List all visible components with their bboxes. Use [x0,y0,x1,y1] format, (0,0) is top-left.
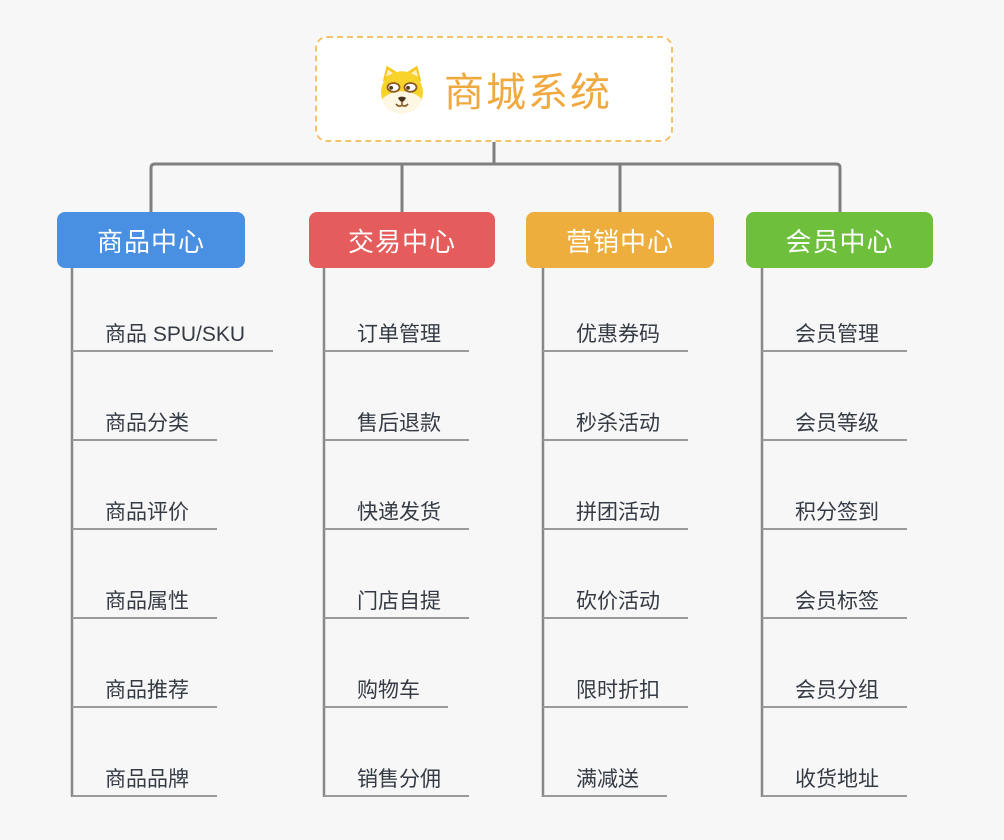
root-node[interactable]: 商城系统 [315,36,673,142]
leaf-node[interactable]: 销售分佣 [324,759,469,797]
leaf-node[interactable]: 购物车 [324,670,448,708]
leaf-node[interactable]: 砍价活动 [543,581,688,619]
leaf-node[interactable]: 限时折扣 [543,670,688,708]
branch-node-trade-center[interactable]: 交易中心 [309,212,495,268]
dog-face-icon [381,65,423,114]
branch-label: 会员中心 [785,226,894,257]
leaf-node[interactable]: 商品品牌 [72,759,217,797]
leaf-column-trade-center: 订单管理 售后退款 快递发货 门店自提 购物车 销售分佣 [324,314,469,797]
leaf-node[interactable]: 商品评价 [72,492,217,530]
branch-node-marketing-center[interactable]: 营销中心 [526,212,714,268]
leaf-column-marketing-center: 优惠券码 秒杀活动 拼团活动 砍价活动 限时折扣 满减送 [543,314,688,797]
leaf-node[interactable]: 会员标签 [762,581,907,619]
leaf-node[interactable]: 秒杀活动 [543,403,688,441]
leaf-node[interactable]: 订单管理 [324,314,469,352]
root-title: 商城系统 [444,71,612,115]
leaf-node[interactable]: 会员分组 [762,670,907,708]
leaf-node[interactable]: 拼团活动 [543,492,688,530]
branch-node-member-center[interactable]: 会员中心 [746,212,933,268]
leaf-node[interactable]: 会员管理 [762,314,907,352]
leaf-column-member-center: 会员管理 会员等级 积分签到 会员标签 会员分组 收货地址 [762,314,907,797]
leaf-column-product-center: 商品 SPU/SKU 商品分类 商品评价 商品属性 商品推荐 商品品牌 [72,314,274,797]
leaf-node[interactable]: 商品分类 [72,403,217,441]
leaf-node[interactable]: 积分签到 [762,492,907,530]
leaf-node[interactable]: 售后退款 [324,403,469,441]
branch-node-product-center[interactable]: 商品中心 [57,212,245,268]
leaf-node[interactable]: 商品属性 [72,581,217,619]
leaf-node[interactable]: 快递发货 [324,492,469,530]
leaf-node[interactable]: 收货地址 [762,759,907,797]
branch-label: 营销中心 [565,226,674,257]
leaf-node[interactable]: 满减送 [543,759,667,797]
leaf-node[interactable]: 商品 SPU/SKU [72,314,274,352]
leaf-node[interactable]: 门店自提 [324,581,469,619]
branch-frame-connector [149,162,842,212]
branch-label: 交易中心 [347,226,456,257]
leaf-node[interactable]: 商品推荐 [72,670,217,708]
branch-label: 商品中心 [96,226,205,257]
leaf-node[interactable]: 优惠券码 [543,314,688,352]
leaf-node[interactable]: 会员等级 [762,403,907,441]
